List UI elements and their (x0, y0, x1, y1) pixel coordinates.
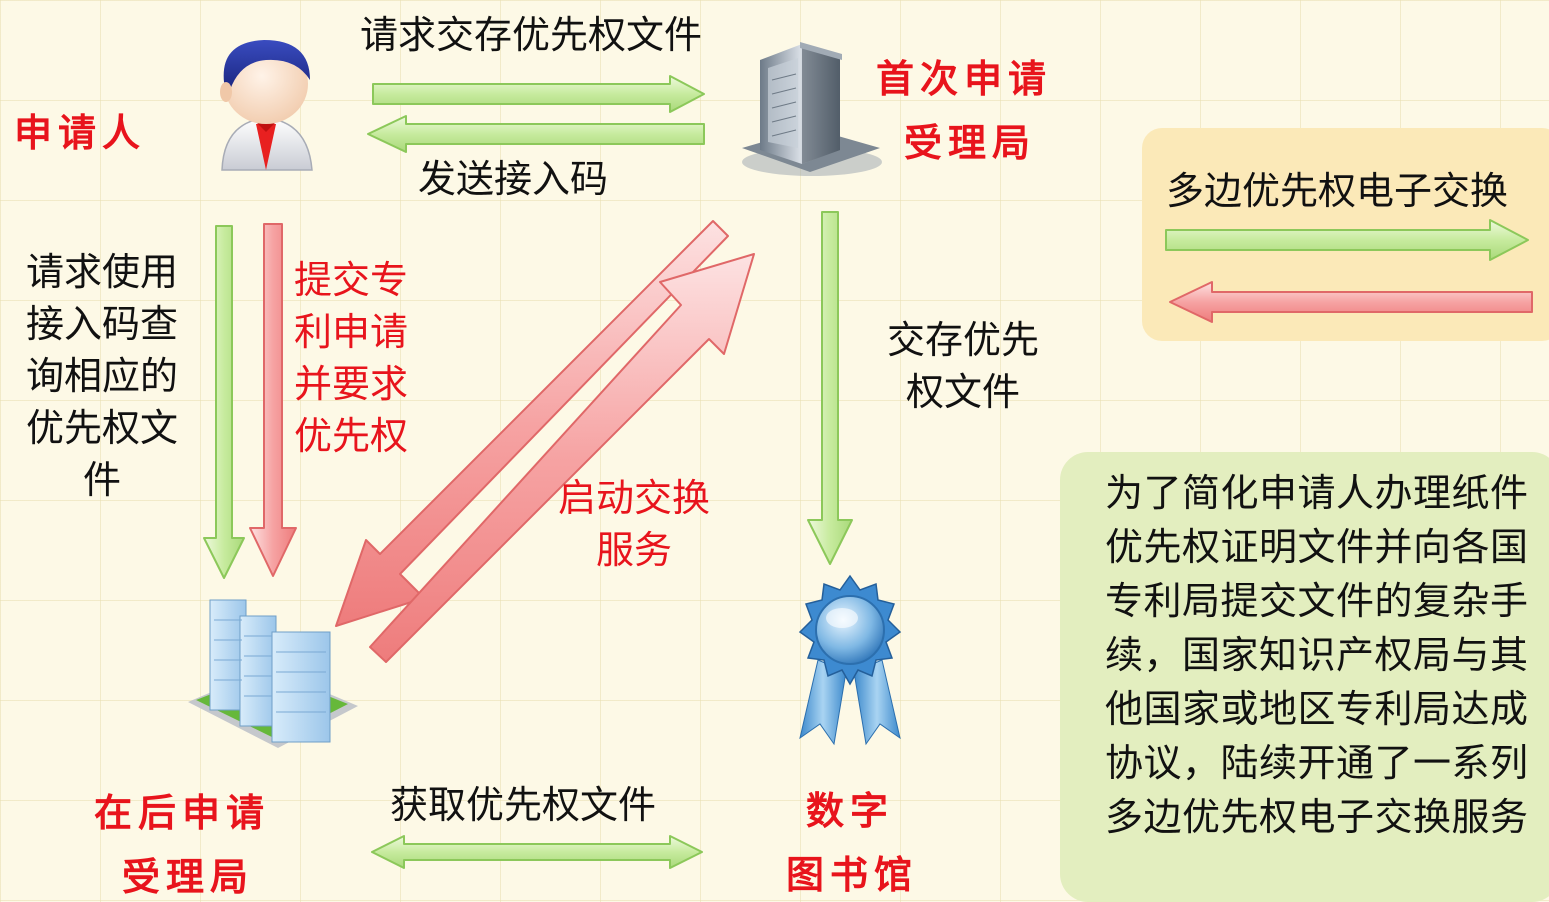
later-office-label-line1: 在后申请 (94, 790, 271, 835)
buildings-icon (188, 599, 358, 748)
deposit-docs-label: 交存优先权文件 (886, 318, 1039, 414)
award-ribbon-icon (798, 574, 902, 746)
arrow-submit-patent (249, 223, 297, 577)
retrieve-docs-label: 获取优先权文件 (390, 783, 657, 827)
request-deposit-label: 请求交存优先权文件 (360, 13, 703, 57)
send-access-code-label: 发送接入码 (418, 157, 609, 201)
office-building-icon (742, 42, 882, 176)
legend-arrow-green (1165, 219, 1529, 261)
arrow-retrieve-docs (371, 835, 703, 869)
request-query-label: 请求使用接入码查询相应的优先权文件 (25, 250, 178, 502)
library-label-line2: 图书馆 (786, 852, 919, 897)
note-panel (1060, 452, 1549, 902)
person-icon (220, 40, 313, 171)
arrow-request-query (203, 225, 245, 579)
library-label-line1: 数字 (806, 788, 895, 833)
start-exchange-label: 启动交换服务 (557, 476, 710, 572)
arrow-start-exchange-down (335, 220, 729, 627)
first-office-label-line1: 首次申请 (876, 56, 1053, 101)
legend-title: 多边优先权电子交换 (1166, 169, 1509, 213)
arrow-start-exchange-up (369, 253, 755, 663)
legend-arrow-red (1169, 281, 1533, 323)
first-office-label-line2: 受理局 (904, 120, 1037, 165)
arrow-deposit-docs (807, 211, 853, 565)
submit-patent-label: 提交专利申请并要求优先权 (294, 258, 409, 458)
arrow-send-access-code (367, 115, 705, 153)
later-office-label-line2: 受理局 (122, 854, 255, 899)
note-text: 为了简化申请人办理纸件优先权证明文件并向各国专利局提交文件的复杂手续，国家知识产… (1105, 471, 1529, 839)
applicant-label: 申请人 (14, 110, 147, 155)
arrow-request-deposit (372, 75, 705, 113)
